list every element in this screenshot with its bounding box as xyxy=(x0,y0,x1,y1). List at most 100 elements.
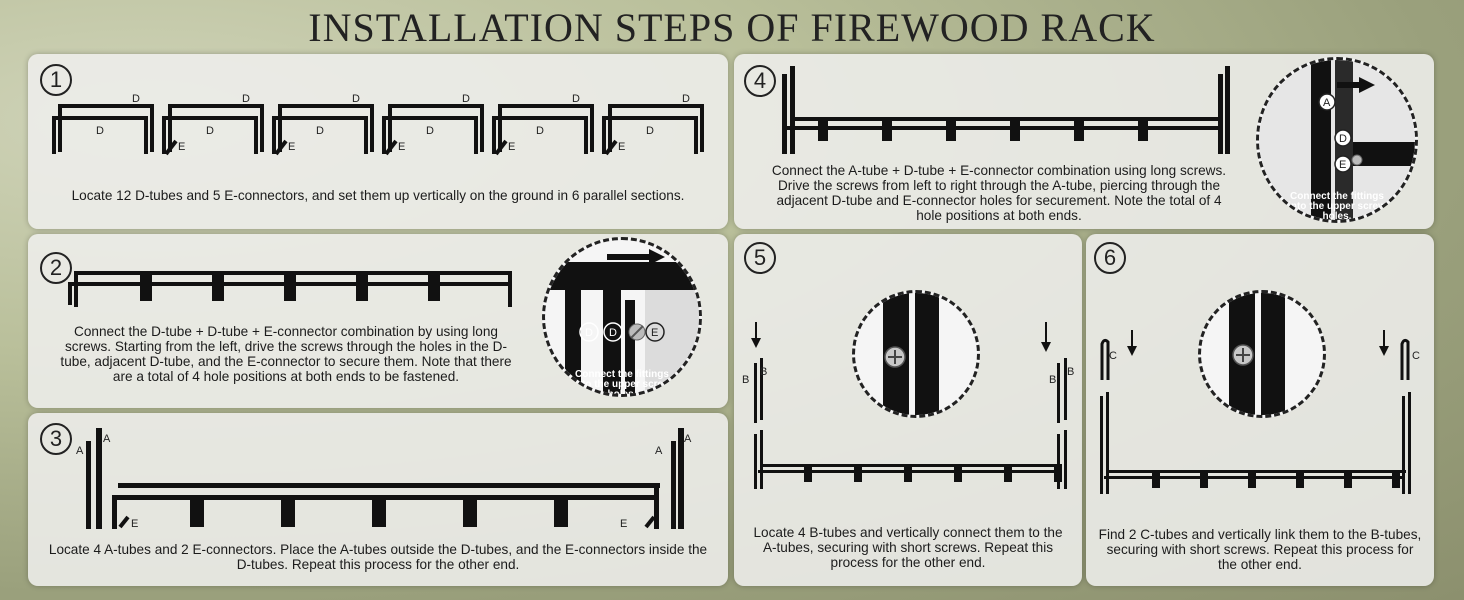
d-tube-back-4-right-leg xyxy=(480,104,484,152)
step-2-text: Connect the D-tube + D-tube + E-connecto… xyxy=(60,324,512,384)
a-tube-left-inner xyxy=(790,66,795,154)
d-tube-front-5-top xyxy=(492,116,588,120)
e-connector-4 xyxy=(494,139,508,156)
step-2-diagram xyxy=(68,271,512,307)
vertical-tube-right-outer xyxy=(1402,396,1405,494)
label-d-front-5: D xyxy=(536,125,544,137)
rack-top-back xyxy=(1108,470,1406,473)
label-d-back-5: D xyxy=(572,93,580,105)
d-tube-top-back xyxy=(118,483,660,488)
step-2-detail-lens: D D E Connect the fittings into the uppe… xyxy=(542,237,702,397)
d-tube-top-front xyxy=(786,126,1218,130)
joint-block-3 xyxy=(284,271,296,301)
label-d-back-6: D xyxy=(682,93,690,105)
d-tube-back-5-right-leg xyxy=(590,104,594,152)
step-5-number: 5 xyxy=(744,242,776,274)
d-tube-top-back xyxy=(792,117,1222,121)
step-4-detail-drawing xyxy=(1259,60,1415,220)
joint-block-5 xyxy=(428,271,440,301)
arrow-down-right-icon xyxy=(1041,342,1051,352)
d-tube-leg-right xyxy=(654,483,659,529)
joint-block-4 xyxy=(1010,117,1020,141)
label-c-left: C xyxy=(1109,350,1117,362)
d-tube-end-leg-back-right xyxy=(508,271,512,307)
c-tube-left xyxy=(1100,338,1110,380)
arrow-down-left-icon xyxy=(1127,346,1137,356)
label-d-front-2: D xyxy=(206,125,214,137)
detail-label-d: D xyxy=(1339,133,1347,145)
step-3-diagram: A A E A A E xyxy=(76,428,692,530)
joint-block-4 xyxy=(463,495,477,527)
a-tube-left-outer xyxy=(782,74,787,154)
label-b-right-outer: B xyxy=(1049,374,1056,386)
d-tube-front-3-top xyxy=(272,116,368,120)
d-tube-back-4-left-leg xyxy=(388,104,392,152)
d-tube-front-3-left-leg xyxy=(272,116,276,154)
label-e-1: E xyxy=(178,141,185,153)
step-6-diagram: C C xyxy=(1100,330,1420,494)
d-tube-back-2-left-leg xyxy=(168,104,172,152)
label-b-right-inner: B xyxy=(1067,366,1074,378)
detail-label-d2: D xyxy=(609,327,617,339)
arrow-right-icon xyxy=(607,249,665,265)
step-5-diagram: B B B B xyxy=(742,322,1074,489)
d-tube-back-3-left-leg xyxy=(278,104,282,152)
d-tube-back-3-top xyxy=(278,104,374,108)
step-2-detail-drawing xyxy=(545,249,699,394)
d-tube-end-leg-back-left xyxy=(74,271,78,307)
c-tube-right xyxy=(1400,338,1410,380)
detail-label-e: E xyxy=(651,327,658,339)
d-tube-back-2-right-leg xyxy=(260,104,264,152)
joint-block-1 xyxy=(804,464,812,482)
step-6-detail-lens xyxy=(1198,290,1326,418)
joint-block-1 xyxy=(140,271,152,301)
step-4-callout: Connect the fittings into the upper scre… xyxy=(1288,191,1386,222)
d-tube-back-1-left-leg xyxy=(58,104,62,152)
d-tube-front-3-right-leg xyxy=(364,116,368,154)
step-4-detail-lens: A D E Connect the fittings into the uppe… xyxy=(1256,57,1418,223)
step-4-detail-labels: A D E xyxy=(1323,97,1347,171)
joint-block-6 xyxy=(1054,464,1062,482)
page-title: Installation Steps of Firewood Rack xyxy=(308,5,1156,50)
a-tube-left-inner xyxy=(760,430,763,489)
step-4-text: Connect the A-tube + D-tube + E-connecto… xyxy=(771,163,1227,223)
step-2-panel: 2 Connect the D-tube + D-tube + E-connec… xyxy=(28,234,728,408)
d-tube-front-6-top xyxy=(602,116,698,120)
arrow-down-right-icon xyxy=(1379,346,1389,356)
label-e-right: E xyxy=(620,518,627,530)
label-b-left-inner: B xyxy=(760,366,767,378)
d-tube-back-6-right-leg xyxy=(700,104,704,152)
step-5-detail-lens xyxy=(852,290,980,418)
a-tube-inner-right xyxy=(678,428,684,529)
label-e-5: E xyxy=(618,141,625,153)
label-e-4: E xyxy=(508,141,515,153)
label-a-inner-left: A xyxy=(103,433,111,445)
d-tube-front-1-left-leg xyxy=(52,116,56,154)
joint-block-5 xyxy=(1074,117,1084,141)
joint-block-3 xyxy=(946,117,956,141)
a-tube-right-inner xyxy=(1225,66,1230,154)
joint-block-6 xyxy=(1138,117,1148,141)
joint-block-6 xyxy=(1392,470,1400,488)
label-a-outer-left: A xyxy=(76,445,84,457)
joint-block-3 xyxy=(904,464,912,482)
d-tube-back-1-top xyxy=(58,104,154,108)
a-tube-right-outer xyxy=(1057,434,1060,489)
e-connector-5 xyxy=(604,139,618,156)
d-tube-front-5-left-leg xyxy=(492,116,496,154)
label-c-right: C xyxy=(1412,350,1420,362)
d-tube-back-1-right-leg xyxy=(150,104,154,152)
d-tube-front-1-top xyxy=(52,116,148,120)
label-d-back-4: D xyxy=(462,93,470,105)
d-tube-end-leg-front-left xyxy=(68,282,72,305)
step-1-number: 1 xyxy=(40,64,72,96)
a-tube-outer-left xyxy=(86,441,91,529)
label-b-left-outer: B xyxy=(742,374,749,386)
a-tube-right-outer xyxy=(1218,74,1223,154)
a-tube-left-outer xyxy=(754,434,757,489)
arrow-right-icon xyxy=(1337,77,1375,93)
step-5-text: Locate 4 B-tubes and vertically connect … xyxy=(753,525,1063,570)
d-tube-front-1-right-leg xyxy=(144,116,148,154)
d-tube-front-4-right-leg xyxy=(474,116,478,154)
